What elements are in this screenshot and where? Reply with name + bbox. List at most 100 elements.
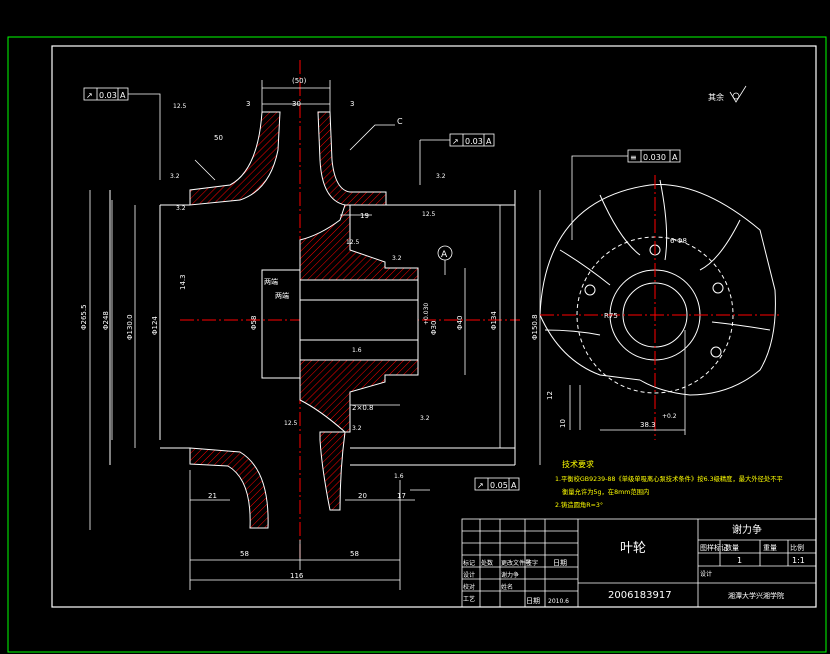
hole-3 (710, 346, 722, 358)
hole-4 (584, 284, 596, 296)
tech-line1: 1.平衡校GB9239-88《单级单吸离心泵技术条件》按6.3级精度，最大外径处… (555, 474, 783, 483)
tolerance-frame-2: ↗ 0.03 A (420, 133, 495, 147)
title-block-texts: 叶轮 2006183917 谢力争 湘潭大学兴湘学院 图样标记 数量 重量 比例… (463, 523, 805, 605)
tolerance-frame-4: ↗ 0.05 A (474, 477, 520, 491)
rev-h2: 处数 (481, 559, 493, 567)
dim-12: 12 (546, 391, 554, 400)
tech-heading: 技术要求 (562, 459, 594, 469)
dim-50: 50 (214, 134, 223, 142)
tol2-value: 0.03 (465, 137, 483, 146)
ra-k: 1.6 (394, 473, 404, 480)
dim-38: 38.3 (640, 421, 656, 429)
dim-phi130: Φ130.0 (126, 314, 134, 340)
sum-label: 设计 (700, 570, 712, 578)
dim-58a: 58 (240, 550, 249, 558)
ra-f: 12.5 (346, 239, 360, 246)
lower-front-shroud (189, 447, 269, 529)
design-label: 设计 (463, 571, 475, 579)
upper-front-shroud (189, 111, 281, 206)
craft-label: 工艺 (463, 595, 475, 603)
ra-d: 12.5 (422, 211, 436, 218)
section-view (109, 60, 520, 560)
dim-phi124: Φ124 (151, 316, 159, 335)
bore (299, 279, 419, 361)
dim-bore-tol: +0.030 (423, 303, 430, 325)
scale-value: 1:1 (792, 556, 805, 565)
dim-10: 10 (559, 419, 567, 428)
leader-c: C (397, 117, 403, 126)
rev-h1: 标记 (463, 559, 475, 567)
front-view-texts: 6-Φ8 R75 10 12 38.3 +0.2 (546, 237, 687, 429)
datum-label: A (441, 250, 448, 260)
dim-30: 30 (292, 100, 301, 108)
dim-116: 116 (290, 572, 304, 580)
ra-i: 12.5 (284, 420, 298, 427)
dim-phi265: Φ265.5 (80, 304, 88, 330)
upper-back-shroud (317, 111, 387, 206)
tol3-value: 0.030 (643, 153, 666, 162)
ra-a: 12.5 (173, 103, 187, 110)
drawing-number: 2006183917 (608, 590, 672, 601)
ra-h: 3.2 (420, 415, 430, 422)
dim-2x: 2×0.8 (352, 404, 373, 412)
tolerance-frame-1: ↗ 0.03 A (83, 87, 161, 180)
tol2-symbol: ↗ (452, 137, 459, 146)
tolerance-frame-3: ≡ 0.030 A (571, 149, 681, 240)
part-name: 叶轮 (620, 541, 646, 556)
dim-phi134: Φ134 (490, 311, 498, 330)
ra-g: 1.6 (352, 347, 362, 354)
header-cell-3: 重量 (763, 544, 777, 552)
dim-14: 14.3 (179, 274, 187, 290)
dim-21: 21 (208, 492, 217, 500)
blade-1 (599, 194, 641, 256)
dim-r75: R75 (604, 312, 618, 320)
hole-2 (712, 282, 724, 294)
surface-rest-label: 其余 (708, 92, 724, 102)
cut-label: 两端 (264, 277, 278, 286)
designer-name: 谢力争 (732, 523, 762, 536)
ra-c: 3.2 (436, 173, 446, 180)
rev-h4: 签字 (526, 559, 538, 567)
tol3-symbol: ≡ (630, 153, 637, 162)
dim-phi248: Φ248 (102, 311, 110, 330)
tol4-symbol: ↗ (477, 481, 484, 490)
dim-plus: +0.2 (662, 413, 677, 420)
dim-19: 19 (360, 212, 369, 220)
extra-2: 姓名 (501, 583, 513, 591)
dim-phi58: Φ58 (250, 316, 258, 330)
header-cell-4: 比例 (790, 543, 804, 552)
dim-phi40: Φ40 (456, 316, 464, 330)
ra-j: 3.2 (352, 425, 362, 432)
rev-h3: 更改文件号 (501, 559, 531, 567)
date-value: 2010.6 (548, 598, 569, 605)
ra-b: 3.2 (170, 173, 180, 180)
tech-line1b: 衡量允许为5g，在8mm范围内 (562, 487, 649, 496)
blade-5 (544, 329, 601, 336)
lower-back-shroud (319, 431, 346, 511)
impeller-outline (539, 184, 776, 396)
blade-6 (711, 321, 771, 331)
ra-l: 3.2 (176, 205, 186, 212)
title-block (461, 518, 817, 608)
dim-3a: 3 (246, 100, 250, 108)
school-name: 湘潭大学兴湘学院 (728, 591, 784, 600)
dim-bore: Φ30 (430, 321, 438, 335)
ra-e: 3.2 (392, 255, 402, 262)
tol4-value: 0.05 (490, 481, 508, 490)
impeller-outline-lower (539, 314, 641, 381)
outer-frame (7, 36, 827, 653)
dim-58b: 58 (350, 550, 359, 558)
dim-17: 17 (397, 492, 406, 500)
blade-4 (559, 249, 611, 286)
datum-marker: A (437, 245, 453, 275)
dim-phi150: Φ150.8 (531, 314, 539, 340)
tol1-symbol: ↗ (86, 91, 93, 100)
quantity-value: 1 (737, 556, 742, 565)
tol1-value: 0.03 (99, 91, 117, 100)
tech-line2: 2.铸造圆角R=3° (555, 500, 603, 509)
rev-h5: 日期 (553, 559, 567, 567)
eye-outline (261, 269, 301, 379)
front-view (539, 175, 780, 440)
inner-frame (51, 45, 817, 608)
